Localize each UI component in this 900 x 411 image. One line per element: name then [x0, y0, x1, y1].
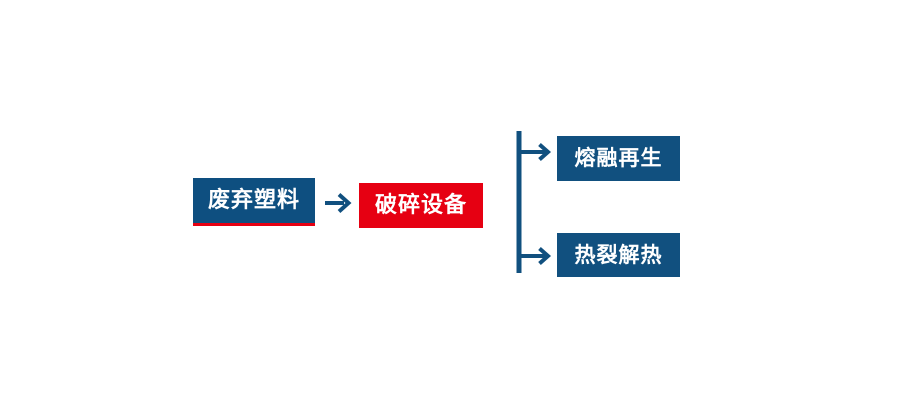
branch-split-arrows-icon — [512, 126, 564, 278]
node-crusher[interactable]: 破碎设备 — [359, 183, 483, 228]
node-pyrolysis-label: 热裂解热 — [574, 242, 663, 267]
node-melt-regeneration-label: 熔融再生 — [574, 146, 663, 170]
node-pyrolysis[interactable]: 热裂解热 — [557, 233, 680, 277]
arrow-right-icon — [322, 186, 356, 220]
node-waste-plastic-label: 废弃塑料 — [207, 187, 300, 213]
node-melt-regeneration[interactable]: 熔融再生 — [557, 136, 680, 181]
node-crusher-label: 破碎设备 — [374, 192, 467, 218]
node-waste-plastic[interactable]: 废弃塑料 — [193, 178, 315, 226]
